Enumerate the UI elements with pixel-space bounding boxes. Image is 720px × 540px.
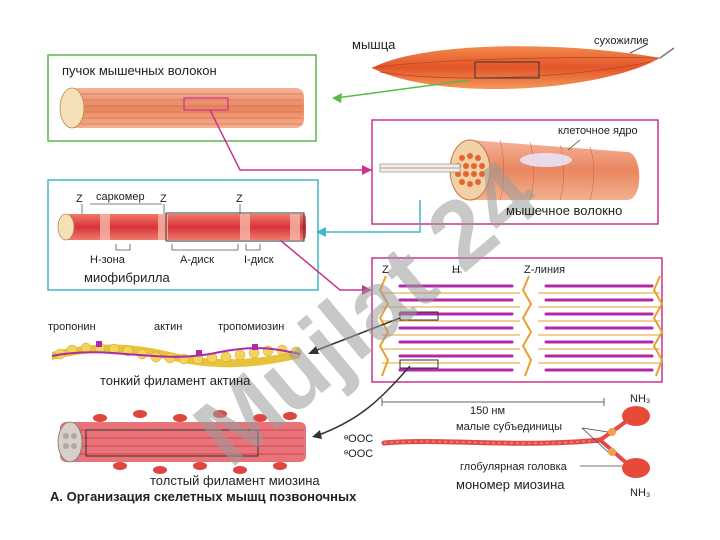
- label-thick-filament: толстый филамент миозина: [150, 473, 320, 488]
- label-h-zone: Н-зона: [90, 254, 125, 266]
- label-a-disk: А-диск: [180, 254, 214, 266]
- label-fiber-bundle: пучок мышечных волокон: [62, 63, 217, 78]
- label-myofibril: миофибрилла: [84, 270, 170, 285]
- muscle-fiber: [379, 139, 640, 201]
- label-z-left: Z: [76, 193, 83, 205]
- label-z-right: Z: [236, 193, 243, 205]
- figure-caption: А. Организация скелетных мышц позвоночны…: [50, 489, 357, 504]
- label-cell-nucleus: клеточное ядро: [558, 125, 638, 137]
- label-sarcomere: саркомер: [96, 191, 145, 203]
- label-tendon: сухожилие: [594, 35, 649, 47]
- label-nh3-bottom: NH₃: [630, 487, 651, 499]
- label-z-middle: Z: [160, 193, 167, 205]
- myofibril: [57, 203, 306, 251]
- muscle-fiber-frame: [371, 119, 659, 225]
- label-troponin: тропонин: [48, 321, 96, 333]
- fiber-bundle-frame: [47, 54, 317, 142]
- label-actin: актин: [154, 321, 183, 333]
- label-coo-top: ᶱООС: [344, 433, 374, 445]
- label-z-line: Z-линия: [524, 264, 566, 276]
- thick-myosin-filament: [57, 410, 306, 474]
- label-thin-filament: тонкий филамент актина: [100, 373, 251, 388]
- fiber-bundle: [59, 87, 304, 129]
- label-muscle-fiber: мышечное волокно: [506, 203, 623, 218]
- label-coo-bottom: ᶱООС: [344, 448, 374, 460]
- sarcomere-frame: [371, 257, 663, 383]
- connector-arrows: [209, 79, 471, 439]
- label-tropomyosin: тропомиозин: [218, 321, 285, 333]
- thin-actin-filament: [51, 341, 302, 368]
- label-nh3-top: NH₃: [630, 393, 651, 405]
- myofibril-frame: [47, 179, 319, 291]
- myosin-monomer: [381, 398, 650, 478]
- label-myosin-monomer: мономер миозина: [456, 477, 565, 492]
- label-muscle: мышца: [352, 37, 396, 52]
- label-h-sarcomere: Н: [452, 264, 460, 276]
- label-scale: 150 нм: [470, 405, 506, 417]
- label-i-disk: I-диск: [244, 254, 274, 266]
- label-globular-head: глобулярная головка: [460, 461, 567, 473]
- label-z-sarcomere: Z: [382, 264, 389, 276]
- sarcomere: [378, 271, 664, 377]
- whole-muscle: [371, 43, 675, 90]
- label-light-chains: малые субъединицы: [456, 421, 562, 433]
